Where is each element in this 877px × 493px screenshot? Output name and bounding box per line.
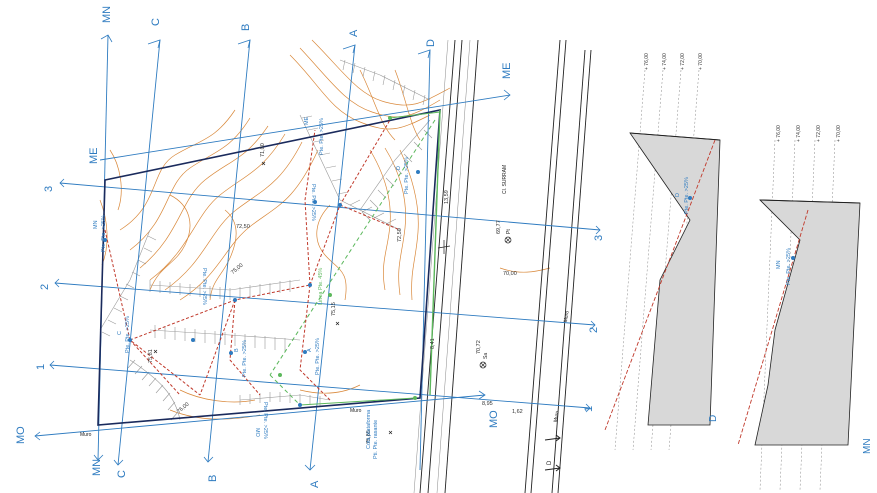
spot-72-50b: 72,50 (397, 228, 403, 242)
spot-markers (153, 161, 451, 435)
section-label-mn-bottom: MN (91, 459, 103, 476)
section-mn-level-74: + 74,00 (796, 125, 802, 142)
section-mn-drawing: MN Pte. Pte. >25% + 76,00 + 74,00 + 72,0… (737, 125, 873, 491)
section-label-c-top: C (150, 18, 162, 26)
road-lines (419, 39, 592, 493)
me-slope-value: Pte. Pte. >25% (319, 118, 325, 155)
point-marker-f: Pt (504, 229, 512, 244)
section-d-level-76: + 76,00 (644, 53, 650, 70)
section-d-drawing: D Pte. Pte. >25% + 76,00 + 74,00 + 72,00… (604, 53, 721, 451)
section-letters: MN C B A D ME ME 3 3 2 2 1 1 MO MO MN C … (15, 6, 605, 488)
section-mn-level-72: + 72,00 (816, 125, 822, 142)
section-label-3-right: 3 (593, 235, 605, 241)
section-label-mo-right: MO (488, 410, 500, 428)
spot-76-00: 76,00 (176, 401, 190, 414)
mn-slope-value: Pte. Pte. >25% (101, 215, 107, 252)
e-slope-value: Pte. Pte. >25% (310, 184, 316, 221)
section-mn-title: MN (862, 438, 873, 454)
section-label-3-left: 3 (43, 186, 55, 192)
north-arrow-icon: D (544, 434, 561, 472)
road-edges (413, 39, 471, 493)
mo-slope-value: Pte. Pte. >25% (262, 402, 268, 439)
point-marker-sa: Sa (479, 353, 489, 369)
embankment-hatching (99, 59, 433, 421)
section-d-title: D (708, 415, 719, 422)
section-arrows (34, 34, 601, 471)
control-points (103, 170, 420, 407)
spot-71-00: 71,00 (260, 143, 266, 157)
spot-8-95: 8,95 (482, 401, 493, 407)
c-slope-label: C (117, 331, 123, 335)
plot-boundary (97, 109, 441, 426)
spot-75-15: 75,15 (331, 302, 337, 316)
section-label-me-left: ME (88, 148, 100, 165)
section-label-2-right: 2 (588, 327, 600, 333)
section-mn-ground (754, 199, 861, 446)
spot-1-62: 1,62 (512, 409, 523, 415)
section-d-slope-value: Pte. Pte. >25% (684, 177, 690, 214)
a-slope-label: A (307, 348, 313, 352)
spot-72-50a: 72,50 (236, 224, 250, 230)
section-d-ground (629, 132, 721, 426)
section-d-level-72: + 72,00 (680, 53, 686, 70)
section-mn-slope-value: Pte. Pte. >25% (786, 248, 792, 285)
section-label-a-bottom: A (309, 480, 321, 488)
section-d-levels: + 76,00 + 74,00 + 72,00 + 70,00 (644, 53, 704, 70)
section-mn-level-70: + 70,00 (836, 125, 842, 142)
spot-70-72: 70,72 (476, 340, 482, 354)
section-lines (34, 34, 601, 471)
plataforma-label: Cota plataforma (366, 409, 372, 449)
spot-75-81: 75,81 (148, 349, 154, 363)
section-label-2-left: 2 (39, 284, 51, 290)
green-lines (269, 109, 441, 406)
section-label-1-left: 1 (35, 364, 47, 370)
section-mn-levels: + 76,00 + 74,00 + 72,00 + 70,00 (776, 125, 842, 142)
plataforma-sub-label: Pti. Pte. rasante (373, 420, 379, 459)
section-label-c-bottom: C (116, 470, 128, 478)
muro-label-d: Muro (553, 410, 561, 422)
section-label-b-bottom: B (207, 475, 219, 482)
section-mn-level-76: + 76,00 (776, 125, 782, 142)
section-label-1-right: 1 (583, 406, 595, 412)
mn-slope-label: MN (93, 220, 99, 229)
spot-75-85: 75,85 (366, 430, 372, 444)
muro-label-a: Muro (80, 432, 92, 438)
spot-69-77: 69,77 (496, 220, 502, 234)
section-label-mo-left: MO (15, 426, 27, 444)
b-slope-label: B (234, 348, 240, 352)
c-slope-value: Pte. Pte. >25% (125, 316, 131, 353)
section-mn-slope (737, 209, 809, 446)
green-points (278, 116, 417, 400)
spot-70-00: 70,00 (503, 271, 517, 277)
b-slope-value: Pte. Pte. >25% (242, 340, 248, 377)
section-label-b-top: B (240, 24, 252, 31)
a-slope-value: Pte. Pte. >25% (315, 338, 321, 375)
section-label-a-top: A (348, 29, 360, 37)
me-slope-label: ME (304, 116, 310, 125)
section-d-level-70: + 70,00 (698, 53, 704, 70)
d-slope-value: Pte. Pte. >25% (404, 157, 410, 194)
muro-label-c: Muro (563, 310, 571, 322)
section-label-d-top: D (425, 39, 437, 47)
point-sa-label: Sa (483, 353, 489, 359)
p-slope-value: Pte. Pte. >25% (201, 268, 207, 305)
green-line-label: Linea Pte. 45% (318, 268, 324, 305)
section-label-mn-top: MN (101, 6, 113, 23)
section-d-slope-label: D (675, 193, 681, 197)
mo-slope-label: MO (254, 428, 260, 438)
section-label-me-right: ME (501, 63, 513, 80)
spot-8-41: 8,41 (430, 338, 436, 349)
muro-label-b: Muro (350, 408, 362, 414)
section-d-level-74: + 74,00 (662, 53, 668, 70)
spot-13-59: 13,59 (444, 190, 450, 204)
point-f-label: Pt (506, 229, 512, 234)
street-label: Cl. SURRAM (502, 165, 508, 194)
section-mn-slope-label: MN (776, 260, 782, 269)
north-label: D (547, 460, 553, 465)
section-d-slope (604, 139, 716, 431)
d-slope-label: D (396, 166, 402, 170)
spot-75-00: 75,00 (230, 262, 244, 275)
